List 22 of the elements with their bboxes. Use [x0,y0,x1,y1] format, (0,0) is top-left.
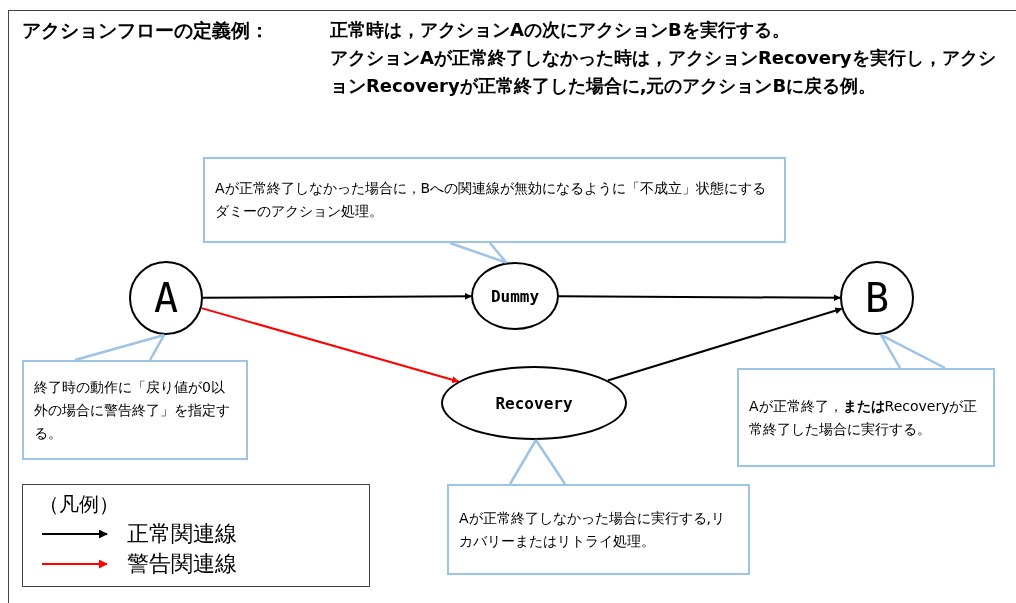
arrow [200,307,460,384]
action-circle: B [840,261,914,335]
description-text: アクションAが正常終了しなかった時は，アクションRecoveryを実行し，アクションRecoveryが正常終了した場合に,元のアクションBに戻る例。 [330,46,997,98]
description-text: 正常時は，アクションAの次にアクションBを実行する。 [330,18,791,42]
callout-pointer [73,333,166,362]
legend-text: 警告関連線 [127,550,237,578]
action-ellipse: Dummy [471,262,559,330]
arrow [606,307,843,382]
callout-box: Aが正常終了，またはRecoveryが正常終了した場合に実行する。 [737,368,995,467]
callout-pointer [508,438,567,486]
callout-pointer [448,241,508,264]
legend-text: 正常関連線 [127,520,237,548]
callout-box: 終了時の動作に「戻り値が0以外の場合に警告終了」を指定する。 [22,360,248,460]
callout-pointer [879,333,947,370]
action-circle: A [129,261,203,335]
diagram-title: アクションフローの定義例： [22,18,269,43]
arrow [558,294,841,302]
action-ellipse: Recovery [441,366,627,440]
arrow [202,292,472,300]
callout-box: Aが正常終了しなかった場合に，Bへの関連線が無効になるように「不成立」状態にするダミーのアクション処理。 [203,157,786,243]
callout-box: Aが正常終了しなかった場合に実行する,リカバリーまたはリトライ処理。 [447,484,750,575]
legend-title: （凡例） [39,491,119,518]
